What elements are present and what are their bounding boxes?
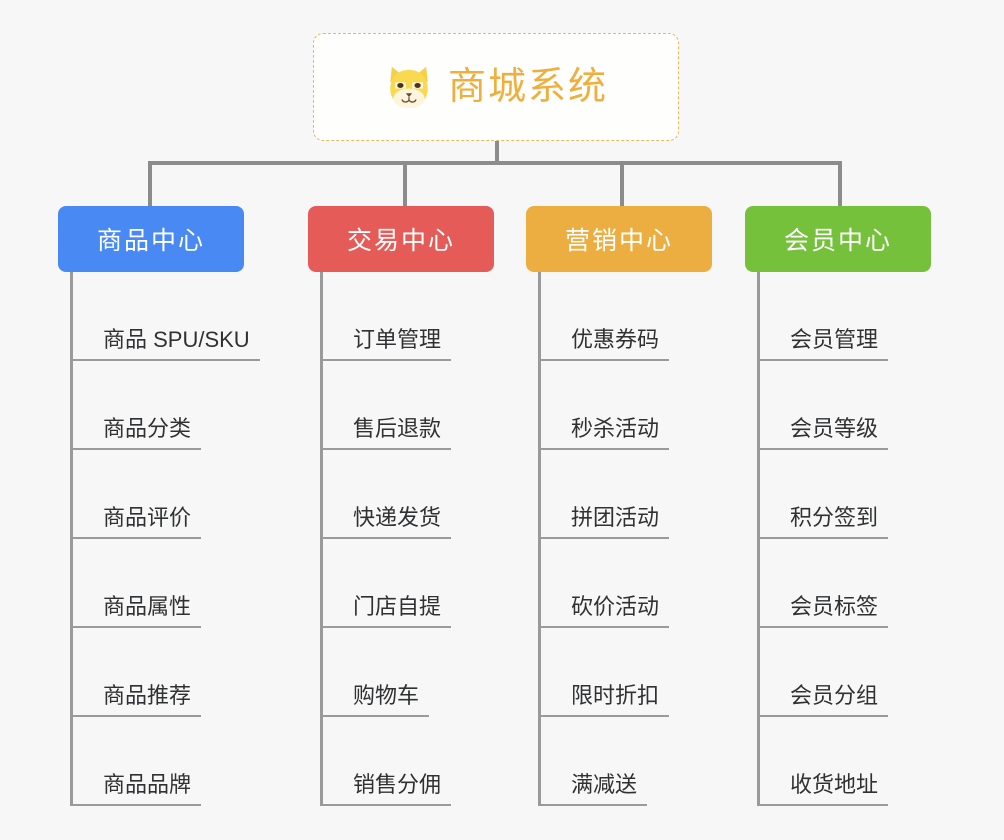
leaf-list-4: 会员管理 会员等级 积分签到 会员标签 会员分组 收货地址 [757,272,931,806]
leaf-label: 限时折扣 [541,683,670,717]
category-column-1: 商品中心 商品 SPU/SKU 商品分类 商品评价 商品属性 商品推荐 商品品牌 [58,206,260,806]
leaf-label: 拼团活动 [541,505,670,539]
leaf-label: 商品推荐 [73,683,202,717]
list-item[interactable]: 限时折扣 [541,628,712,717]
leaf-label: 销售分佣 [323,772,452,806]
leaf-label: 收货地址 [760,772,889,806]
list-item[interactable]: 商品 SPU/SKU [73,272,260,361]
leaf-label: 商品评价 [73,505,202,539]
list-item[interactable]: 快递发货 [323,450,494,539]
list-item[interactable]: 会员等级 [760,361,931,450]
category-column-3: 营销中心 优惠券码 秒杀活动 拼团活动 砍价活动 限时折扣 满减送 [526,206,712,806]
leaf-label: 会员标签 [760,594,889,628]
list-item[interactable]: 购物车 [323,628,494,717]
category-header-2[interactable]: 交易中心 [308,206,494,272]
root-node[interactable]: 商城系统 [313,33,679,141]
leaf-label: 订单管理 [323,327,452,361]
category-label: 营销中心 [564,227,673,255]
leaf-label: 满减送 [541,772,648,806]
category-column-2: 交易中心 订单管理 售后退款 快递发货 门店自提 购物车 销售分佣 [308,206,494,806]
category-column-4: 会员中心 会员管理 会员等级 积分签到 会员标签 会员分组 收货地址 [745,206,931,806]
list-item[interactable]: 拼团活动 [541,450,712,539]
shiba-inu-icon [390,66,428,109]
leaf-label: 购物车 [323,683,430,717]
leaf-label: 会员管理 [760,327,889,361]
connector-horizontal-bus [150,161,840,165]
leaf-list-3: 优惠券码 秒杀活动 拼团活动 砍价活动 限时折扣 满减送 [538,272,712,806]
list-item[interactable]: 收货地址 [760,717,931,806]
connector-drop-4 [838,161,842,208]
list-item[interactable]: 商品推荐 [73,628,244,717]
leaf-label: 会员分组 [760,683,889,717]
leaf-label: 秒杀活动 [541,416,670,450]
root-title: 商城系统 [447,66,608,108]
leaf-label: 商品属性 [73,594,202,628]
leaf-list-2: 订单管理 售后退款 快递发货 门店自提 购物车 销售分佣 [320,272,494,806]
category-header-4[interactable]: 会员中心 [745,206,931,272]
connector-drop-2 [403,161,407,208]
leaf-label: 商品分类 [73,416,202,450]
category-header-1[interactable]: 商品中心 [58,206,244,272]
category-label: 交易中心 [346,227,455,255]
leaf-label: 售后退款 [323,416,452,450]
list-item[interactable]: 销售分佣 [323,717,494,806]
category-header-3[interactable]: 营销中心 [526,206,712,272]
leaf-list-1: 商品 SPU/SKU 商品分类 商品评价 商品属性 商品推荐 商品品牌 [70,272,260,806]
list-item[interactable]: 优惠券码 [541,272,712,361]
list-item[interactable]: 门店自提 [323,539,494,628]
connector-root-stem [495,141,499,163]
leaf-label: 积分签到 [760,505,889,539]
leaf-label: 商品 SPU/SKU [73,327,260,361]
list-item[interactable]: 商品评价 [73,450,244,539]
leaf-label: 砍价活动 [541,594,670,628]
leaf-label: 商品品牌 [73,772,202,806]
category-label: 商品中心 [96,227,205,255]
leaf-label: 快递发货 [323,505,452,539]
list-item[interactable]: 商品分类 [73,361,244,450]
list-item[interactable]: 会员管理 [760,272,931,361]
list-item[interactable]: 砍价活动 [541,539,712,628]
list-item[interactable]: 积分签到 [760,450,931,539]
list-item[interactable]: 满减送 [541,717,712,806]
list-item[interactable]: 订单管理 [323,272,494,361]
list-item[interactable]: 商品属性 [73,539,244,628]
leaf-label: 门店自提 [323,594,452,628]
leaf-label: 会员等级 [760,416,889,450]
category-label: 会员中心 [783,227,892,255]
leaf-label: 优惠券码 [541,327,670,361]
list-item[interactable]: 秒杀活动 [541,361,712,450]
list-item[interactable]: 售后退款 [323,361,494,450]
connector-drop-1 [148,161,152,208]
connector-drop-3 [620,161,624,208]
list-item[interactable]: 商品品牌 [73,717,244,806]
list-item[interactable]: 会员分组 [760,628,931,717]
list-item[interactable]: 会员标签 [760,539,931,628]
